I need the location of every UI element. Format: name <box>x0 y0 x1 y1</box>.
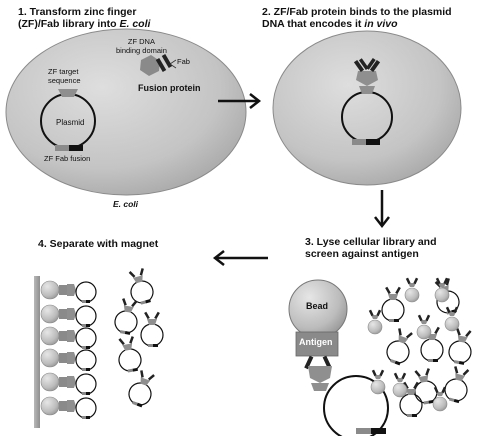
fab-symbol-1 <box>155 53 173 73</box>
bound-fusion-protein-3 <box>304 355 332 391</box>
wall-bound-beads <box>40 280 97 419</box>
zf-target-shape <box>58 89 78 97</box>
mini-bead <box>367 309 383 335</box>
free-beads-panel-3 <box>367 277 460 412</box>
mini-complex <box>140 311 164 347</box>
wall-bead-complex <box>40 304 97 327</box>
mini-complex <box>381 286 405 322</box>
label-bead: Bead <box>306 301 329 311</box>
label-fusion-protein: Fusion protein <box>138 83 201 93</box>
mini-complex <box>386 328 413 366</box>
magnet-wall <box>34 276 40 428</box>
plasmid-3 <box>323 375 389 436</box>
ecoli-cell-2 <box>272 30 462 186</box>
mini-complex <box>118 336 142 373</box>
antigen-box <box>295 331 339 357</box>
label-fab: Fab <box>177 57 190 66</box>
bound-fusion-protein-2 <box>353 57 381 94</box>
mini-bead <box>444 306 460 332</box>
label-zf-fab-fusion: ZF Fab fusion <box>44 154 91 163</box>
wall-bead-complex <box>40 348 97 371</box>
wall-bead-complex <box>40 326 97 349</box>
arrow-3-to-4 <box>212 250 268 266</box>
free-complexes-panel-4 <box>114 268 164 408</box>
zf-domain-hexagon <box>140 55 160 76</box>
wall-bead-complex <box>40 372 97 395</box>
arrow-2-to-3 <box>374 190 390 229</box>
step-1-title: 1. Transform zinc finger (ZF)/Fab librar… <box>18 6 151 30</box>
mini-complex <box>399 381 423 417</box>
wall-bead-complex <box>40 396 97 419</box>
mini-bead <box>416 314 432 340</box>
label-ecoli: E. coli <box>113 199 139 209</box>
mini-complex <box>444 366 470 404</box>
mini-complex <box>128 370 155 408</box>
mini-complex <box>128 268 154 305</box>
step-3-title: 3. Lyse cellular library and screen agai… <box>305 236 437 260</box>
mini-bead <box>434 277 450 303</box>
mini-bead <box>370 369 386 395</box>
label-antigen: Antigen <box>299 337 333 347</box>
mini-complex <box>448 328 472 365</box>
label-plasmid: Plasmid <box>56 118 85 127</box>
mini-complex <box>114 298 138 335</box>
wall-bead-complex <box>40 280 97 303</box>
fab-gene-segment <box>69 145 83 151</box>
step-2-title: 2. ZF/Fab protein binds to the plasmid D… <box>262 6 452 30</box>
mini-bead <box>432 386 448 412</box>
zf-gene-segment <box>55 145 69 151</box>
ecoli-cell-1 <box>5 28 247 196</box>
mini-bead <box>404 277 420 303</box>
step-4-title: 4. Separate with magnet <box>38 238 159 250</box>
arrow-1-to-2 <box>218 93 262 109</box>
mini-bead <box>392 372 408 398</box>
